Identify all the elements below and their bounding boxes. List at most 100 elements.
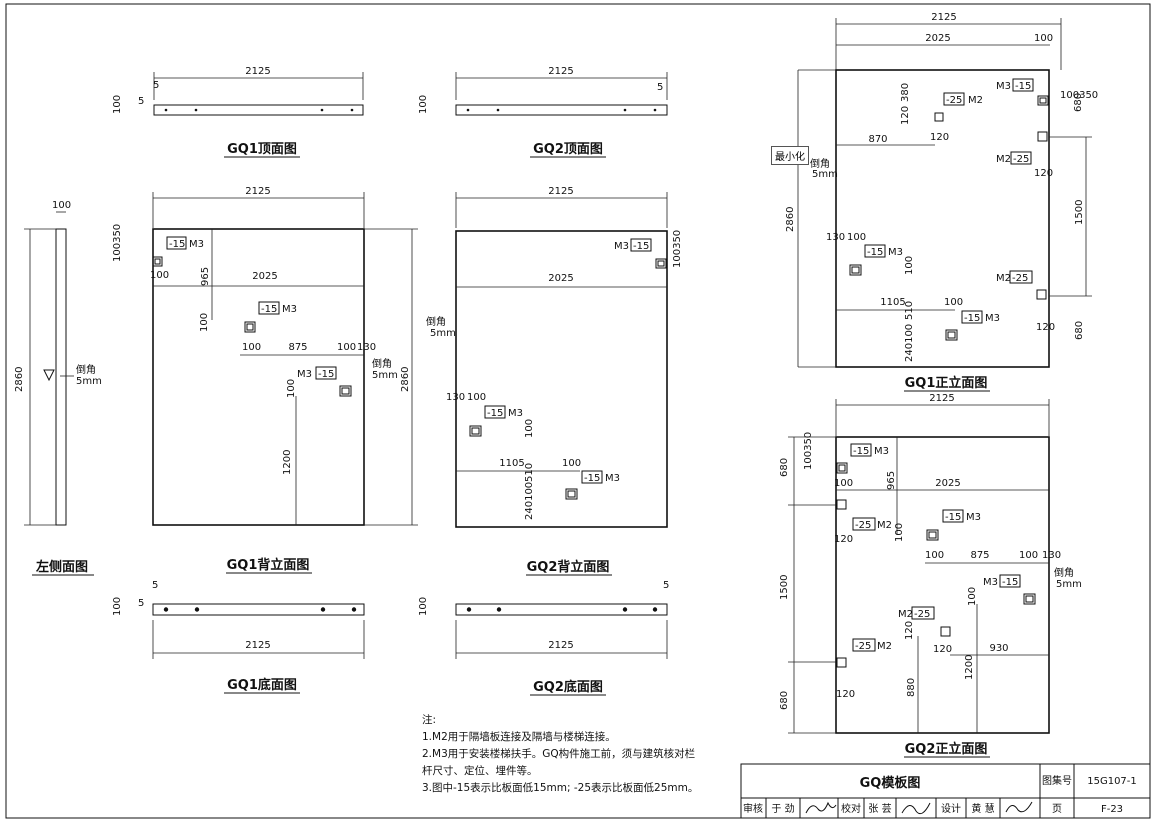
svg-text:680: 680 xyxy=(779,458,790,477)
svg-text:2125: 2125 xyxy=(245,640,270,651)
svg-text:5mm: 5mm xyxy=(430,328,456,339)
dim-label: 2125 xyxy=(245,186,270,197)
dim-label: 510 xyxy=(524,463,535,482)
dim-label: 2860 xyxy=(14,367,25,392)
svg-text:M3: M3 xyxy=(985,313,1000,324)
svg-text:M2: M2 xyxy=(877,641,892,652)
svg-text:1500: 1500 xyxy=(1074,200,1085,225)
view-title-left-side: 左侧面图 xyxy=(36,559,88,575)
svg-text:倒角: 倒角 xyxy=(1054,567,1074,579)
svg-text:120: 120 xyxy=(900,106,911,125)
view-title-gq1-back: GQ1背立面图 xyxy=(227,557,310,573)
dim-label: 100 xyxy=(524,419,535,438)
title-block: GQ模板图 图集号 15G107-1 页 F-23 审核 于 劲 校对 张 芸 … xyxy=(740,763,1151,819)
dim-label: 2860 xyxy=(400,367,411,392)
svg-text:100: 100 xyxy=(967,587,978,606)
dim-label: 100 xyxy=(467,392,486,403)
svg-text:5: 5 xyxy=(138,598,144,609)
left-side-view: 100 2860 倒角 5mm 左侧面图 xyxy=(14,200,102,576)
gq2-top-view: 2125 100 5 GQ2顶面图 xyxy=(418,66,668,158)
svg-text:100: 100 xyxy=(1034,33,1053,44)
dim-label: 100 xyxy=(150,270,169,281)
notes-line-3: 杆尺寸、定位、埋件等。 xyxy=(422,765,538,777)
svg-text:120: 120 xyxy=(1036,322,1055,333)
svg-text:-25: -25 xyxy=(1012,273,1028,284)
dim-label: 100 xyxy=(337,342,356,353)
dim-label: 2125 xyxy=(245,66,270,77)
svg-text:1105: 1105 xyxy=(880,297,905,308)
svg-text:-15: -15 xyxy=(867,247,883,258)
svg-text:-25: -25 xyxy=(855,641,871,652)
svg-text:M2: M2 xyxy=(996,154,1011,165)
svg-text:1200: 1200 xyxy=(964,655,975,680)
notes-line-2: 2.M3用于安装楼梯扶手。GQ构件施工前，须与建筑核对栏 xyxy=(422,748,696,760)
svg-text:880: 880 xyxy=(906,678,917,697)
dim-label: 100350 xyxy=(112,224,123,262)
dim-label: 100 xyxy=(286,379,297,398)
svg-text:130: 130 xyxy=(1042,550,1061,561)
dim-label: 1105 xyxy=(499,458,524,469)
svg-text:100: 100 xyxy=(894,523,905,542)
svg-text:120: 120 xyxy=(836,689,855,700)
dim-label: 2125 xyxy=(548,66,573,77)
svg-text:120: 120 xyxy=(933,644,952,655)
svg-text:875: 875 xyxy=(970,550,989,561)
dim-label: 100 xyxy=(242,342,261,353)
dim-label: 240100 xyxy=(524,482,535,520)
svg-text:2025: 2025 xyxy=(935,478,960,489)
svg-text:2125: 2125 xyxy=(929,393,954,404)
svg-text:M3: M3 xyxy=(508,408,523,419)
signature xyxy=(901,802,931,815)
svg-text:-25: -25 xyxy=(946,95,962,106)
svg-text:380: 380 xyxy=(900,83,911,102)
dim-label: 5 xyxy=(657,82,663,93)
panel-outline xyxy=(152,228,365,526)
svg-text:审核: 审核 xyxy=(743,802,763,815)
gq2-front-view: 2125 2025 100 -15 M3 100350 680 1500 680… xyxy=(779,393,1082,758)
panel-outline xyxy=(455,230,668,528)
dim-label: 100 xyxy=(199,313,210,332)
svg-text:120: 120 xyxy=(930,132,949,143)
svg-text:M3: M3 xyxy=(996,81,1011,92)
svg-text:120: 120 xyxy=(834,534,853,545)
svg-text:100: 100 xyxy=(925,550,944,561)
gq2-back-view: 2125 2025 M3 -15 100350 倒角 5mm 130 100 -… xyxy=(426,186,683,576)
svg-text:5: 5 xyxy=(663,580,669,591)
svg-text:M2: M2 xyxy=(968,95,983,106)
svg-text:680: 680 xyxy=(1074,321,1085,340)
view-title-gq2-front: GQ2正立面图 xyxy=(905,741,988,757)
svg-text:100350: 100350 xyxy=(1060,90,1098,101)
sheet-border xyxy=(5,3,1151,819)
dim-label: 1200 xyxy=(282,450,293,475)
svg-text:240100: 240100 xyxy=(904,324,915,362)
svg-text:120: 120 xyxy=(904,621,915,640)
svg-text:680: 680 xyxy=(1073,93,1084,112)
svg-text:-15: -15 xyxy=(318,369,334,380)
svg-text:倒角: 倒角 xyxy=(372,358,392,370)
svg-text:于 劲: 于 劲 xyxy=(771,803,794,815)
svg-text:M3: M3 xyxy=(966,512,981,523)
svg-text:100: 100 xyxy=(418,597,429,616)
svg-text:-15: -15 xyxy=(487,408,503,419)
svg-text:870: 870 xyxy=(868,134,887,145)
svg-text:100350: 100350 xyxy=(803,432,814,470)
svg-text:M3: M3 xyxy=(614,241,629,252)
panel-outline xyxy=(835,69,1050,368)
svg-text:510: 510 xyxy=(904,301,915,320)
gq2-bottom-view: 5 100 2125 GQ2底面图 xyxy=(418,580,669,696)
svg-text:黄 慧: 黄 慧 xyxy=(971,802,994,815)
svg-text:倒角: 倒角 xyxy=(810,158,830,170)
svg-text:100: 100 xyxy=(904,256,915,275)
sheet-title: GQ模板图 xyxy=(860,775,921,791)
panel-outline xyxy=(835,436,1050,734)
svg-text:965: 965 xyxy=(886,471,897,490)
gq1-front-view: 2125 2025 100 2860 倒角 5mm M3 -15 100350 … xyxy=(785,12,1098,392)
svg-text:校对: 校对 xyxy=(841,802,861,815)
svg-text:930: 930 xyxy=(989,643,1008,654)
dim-label: 130 xyxy=(446,392,465,403)
svg-text:5mm: 5mm xyxy=(372,370,398,381)
svg-text:F-23: F-23 xyxy=(1101,804,1123,815)
svg-text:-15: -15 xyxy=(964,313,980,324)
dim-label: 875 xyxy=(288,342,307,353)
chamfer-label: 倒角 xyxy=(76,364,96,376)
